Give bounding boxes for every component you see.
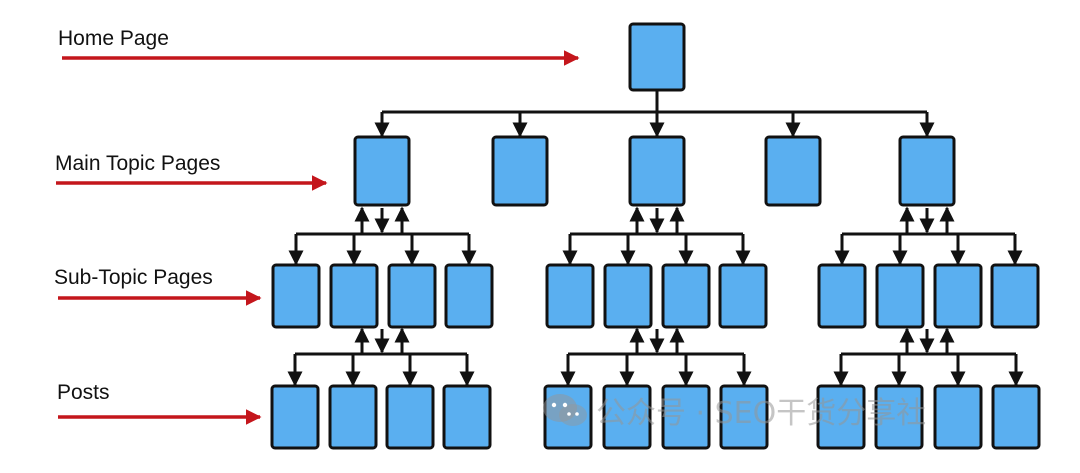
main-topic-node-1 (353, 135, 411, 207)
home-branch (382, 22, 927, 114)
main-topic-node-3 (628, 135, 686, 207)
post-node-2 (874, 384, 924, 450)
main-topic-row (353, 112, 956, 207)
posts-label: Posts (57, 381, 110, 404)
main-topic-label: Main Topic Pages (55, 152, 221, 175)
main-topic-node-2 (491, 135, 549, 207)
level-arrows (56, 50, 580, 425)
sub-topic-node-3 (933, 263, 983, 329)
sub-topic-label: Sub-Topic Pages (54, 266, 213, 289)
sub-topic-node-1 (271, 263, 321, 329)
main-topic-node-4 (764, 135, 822, 207)
branch-3 (816, 206, 1041, 450)
sub-topic-node-1 (817, 263, 867, 329)
watermark: 公众号 · SEO干货分享社 (540, 388, 926, 432)
post-node-4 (442, 384, 492, 450)
sub-topic-node-3 (661, 263, 711, 329)
main-topic-node-5 (898, 135, 956, 207)
home-page-node (628, 22, 686, 92)
post-node-2 (602, 384, 652, 450)
post-node-3 (661, 384, 711, 450)
branch-groups (270, 206, 1041, 450)
sub-topic-node-1 (545, 263, 595, 329)
sub-topic-node-4 (444, 263, 494, 329)
home-page-label: Home Page (58, 27, 169, 50)
branch-1 (270, 206, 494, 450)
sub-topic-node-3 (387, 263, 437, 329)
post-node-2 (328, 384, 378, 450)
post-node-4 (991, 384, 1041, 450)
sub-topic-node-2 (875, 263, 925, 329)
sub-topic-node-4 (990, 263, 1040, 329)
sub-topic-node-4 (718, 263, 768, 329)
post-node-1 (270, 384, 320, 450)
watermark-text: 公众号 · SEO干货分享社 (596, 396, 927, 431)
sub-topic-node-2 (329, 263, 379, 329)
post-node-3 (933, 384, 983, 450)
sub-topic-node-2 (603, 263, 653, 329)
post-node-3 (385, 384, 435, 450)
wechat-icon (543, 394, 587, 426)
post-node-4 (719, 384, 769, 450)
branch-2 (543, 206, 769, 450)
post-node-1 (816, 384, 866, 450)
